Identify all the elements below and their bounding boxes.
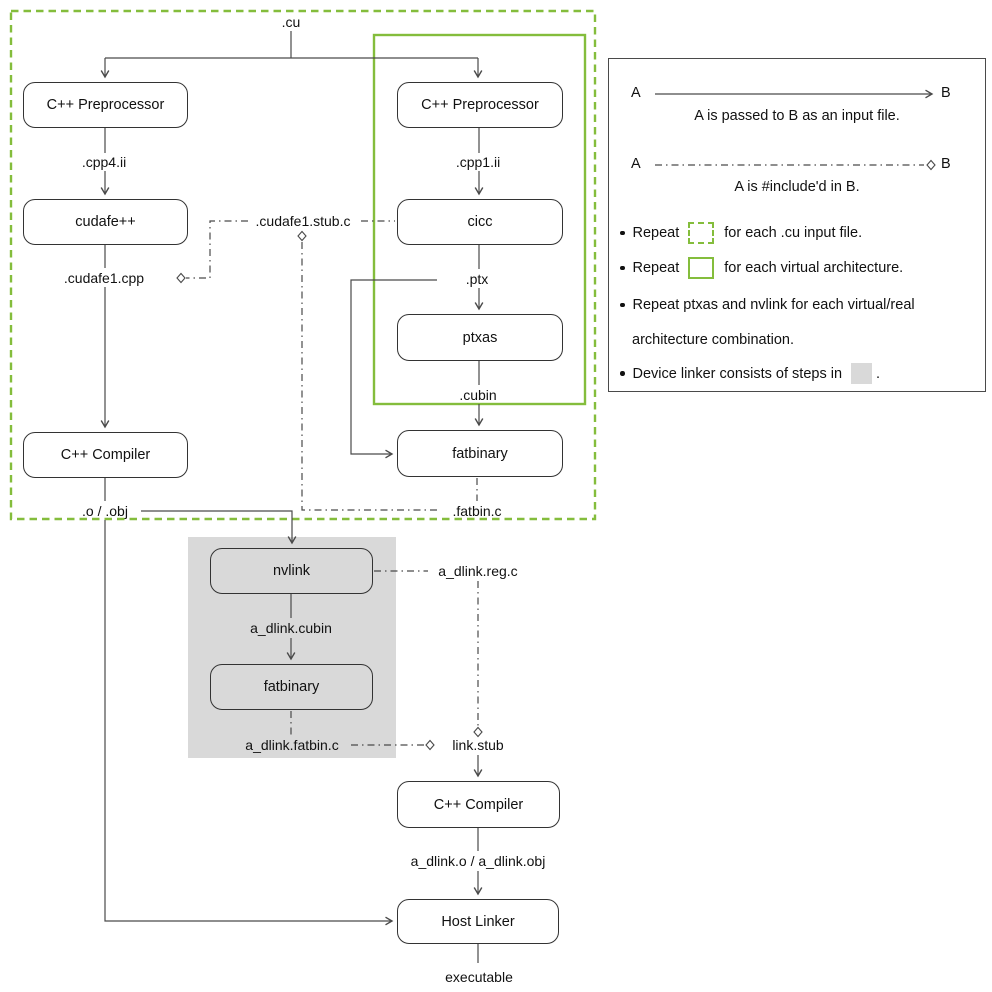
- diamond-below-stub: [297, 230, 307, 242]
- file-label-cudafe1-stub: .cudafe1.stub.c: [255, 213, 351, 229]
- legend-device-linker-post: .: [876, 365, 881, 382]
- node-host-linker: Host Linker: [397, 899, 559, 944]
- legend-repeat3-line2: architecture combination.: [632, 332, 794, 348]
- node-nvlink: nvlink: [210, 548, 373, 594]
- legend-include-a: A: [631, 156, 641, 172]
- bullet-dot: [620, 265, 625, 271]
- legend-sample-lines: [655, 89, 936, 171]
- diamond-above-linkstub: [473, 726, 483, 738]
- bullet-dot: [620, 302, 625, 308]
- node-fatbinary-device: fatbinary: [210, 664, 373, 710]
- file-label-cu: .cu: [281, 14, 301, 30]
- file-label-a-dlink-fatbin: a_dlink.fatbin.c: [245, 737, 339, 753]
- file-label-cpp1ii: .cpp1.ii: [455, 154, 501, 170]
- node-ptxas: ptxas: [397, 314, 563, 361]
- legend-include-caption: A is #include'd in B.: [734, 179, 860, 195]
- diamond-at-cudafe1cpp: [176, 272, 186, 284]
- legend-repeat2-post: for each virtual architecture.: [724, 260, 904, 276]
- bullet-dot: [620, 371, 625, 376]
- file-label-a-dlink-o: a_dlink.o / a_dlink.obj: [410, 853, 546, 869]
- node-cpp-preprocessor-host: C++ Preprocessor: [23, 82, 188, 128]
- legend-box: A B A is passed to B as an input file. A…: [608, 58, 986, 392]
- legend-gray-swatch: [851, 363, 873, 384]
- legend-include-diamond: [926, 159, 936, 171]
- node-cudafe: cudafe++: [23, 199, 188, 245]
- bullet-dot: [620, 230, 625, 236]
- legend-passed-caption: A is passed to B as an input file.: [694, 108, 900, 124]
- file-label-a-dlink-reg: a_dlink.reg.c: [438, 563, 518, 579]
- node-cpp-preprocessor-device: C++ Preprocessor: [397, 82, 563, 128]
- file-label-a-dlink-cubin: a_dlink.cubin: [250, 620, 332, 636]
- file-label-fatbin-c: .fatbin.c: [452, 503, 502, 519]
- legend-solid-frame-swatch: [688, 257, 715, 279]
- legend-bullet-repeat-cu: Repeat for each .cu input file.: [620, 222, 862, 244]
- node-cpp-compiler-link: C++ Compiler: [397, 781, 560, 828]
- node-cicc: cicc: [397, 199, 563, 245]
- arrow-oobj-to-hostlinker: [104, 520, 394, 926]
- file-label-cpp4ii: .cpp4.ii: [81, 154, 127, 170]
- legend-bullet-repeat-ptxas: Repeat ptxas and nvlink for each virtual…: [620, 297, 915, 313]
- legend-bullet-device-linker: Device linker consists of steps in .: [620, 363, 880, 384]
- file-label-executable: executable: [445, 969, 513, 985]
- legend-bullet-repeat-ptxas-line2: architecture combination.: [632, 332, 794, 348]
- legend-dashed-frame-swatch: [688, 222, 715, 244]
- file-label-link-stub: link.stub: [452, 737, 504, 753]
- legend-repeat1-pre: Repeat: [632, 225, 680, 241]
- node-fatbinary: fatbinary: [397, 430, 563, 477]
- dashdot-stub-to-cudafe1cpp: [186, 220, 248, 279]
- dashdot-fatbinc-to-stub: [301, 242, 441, 511]
- legend-include-b: B: [941, 156, 951, 172]
- legend-repeat2-pre: Repeat: [632, 260, 680, 276]
- file-label-o-obj: .o / .obj: [82, 503, 128, 519]
- arrow-oobj-to-nvlink: [141, 510, 297, 545]
- repeat-per-cu-frame: [9, 9, 597, 521]
- file-label-cudafe1-cpp: .cudafe1.cpp: [63, 270, 145, 286]
- arrow-ptx-elbow-to-fatbinary: [350, 279, 437, 459]
- legend-passed-a: A: [631, 85, 641, 101]
- file-label-cubin: .cubin: [459, 387, 497, 403]
- legend-repeat1-post: for each .cu input file.: [724, 225, 863, 241]
- diamond-left-of-linkstub: [425, 739, 435, 751]
- legend-repeat3-line1: Repeat ptxas and nvlink for each virtual…: [632, 297, 915, 313]
- legend-passed-b: B: [941, 85, 951, 101]
- legend-device-linker-pre: Device linker consists of steps in: [632, 365, 843, 382]
- file-label-ptx: .ptx: [465, 271, 489, 287]
- legend-bullet-repeat-arch: Repeat for each virtual architecture.: [620, 257, 903, 279]
- node-cpp-compiler-host: C++ Compiler: [23, 432, 188, 478]
